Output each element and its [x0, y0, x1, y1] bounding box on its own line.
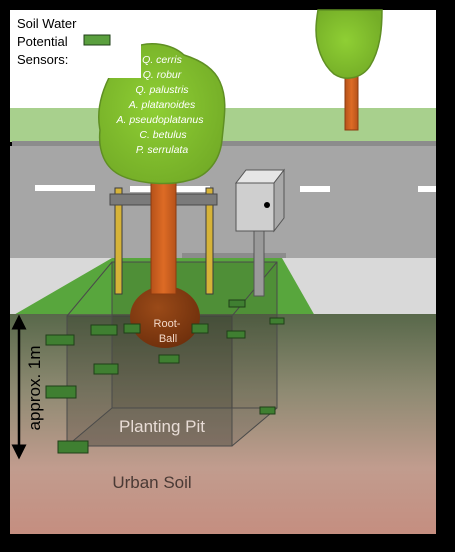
background-tree-trunk	[344, 71, 359, 131]
species-1: Q. cerris	[142, 54, 182, 66]
sensor	[57, 440, 89, 454]
species-2: Q. robur	[143, 69, 182, 81]
sensor	[158, 354, 180, 364]
sensor	[123, 323, 141, 334]
sensors	[45, 299, 285, 454]
main-tree-trunk	[150, 169, 177, 295]
sensor	[228, 299, 246, 308]
main-tree-canopy	[98, 43, 226, 185]
species-7: P. serrulata	[136, 144, 188, 156]
species-4: A. platanoides	[128, 99, 196, 111]
urban-soil-label: Urban Soil	[112, 473, 191, 492]
root-ball	[130, 286, 200, 348]
depth-label: approx. 1m	[25, 345, 44, 430]
species-list: Q. cerris Q. robur Q. palustris A. plata…	[116, 54, 205, 156]
logger-lock-icon	[264, 202, 270, 208]
urban-soil-area	[10, 314, 436, 534]
data-logger	[234, 168, 286, 297]
planting-pit-label: Planting Pit	[119, 417, 205, 436]
sensor	[45, 385, 77, 399]
sensor	[226, 330, 246, 339]
sensor	[90, 324, 118, 336]
root-ball-label-line2: Ball	[159, 333, 177, 345]
species-3: Q. palustris	[135, 84, 189, 96]
legend-line2: Potential	[17, 34, 68, 49]
sensor	[45, 334, 75, 346]
legend: Soil Water Potential Sensors:	[10, 10, 141, 78]
road	[10, 146, 436, 258]
sensor	[269, 317, 285, 325]
species-6: C. betulus	[139, 129, 187, 141]
sensor	[259, 406, 276, 415]
sensor	[93, 363, 119, 375]
legend-sensor-swatch	[83, 34, 111, 46]
curb-far	[12, 141, 436, 146]
sensor	[191, 323, 209, 334]
legend-line3: Sensors:	[17, 52, 68, 67]
legend-line1: Soil Water	[17, 16, 77, 31]
species-5: A. pseudoplatanus	[116, 114, 205, 126]
curb-near	[182, 253, 286, 258]
root-ball-label-line1: Root-	[154, 318, 181, 330]
background-tree-canopy	[315, 9, 383, 79]
